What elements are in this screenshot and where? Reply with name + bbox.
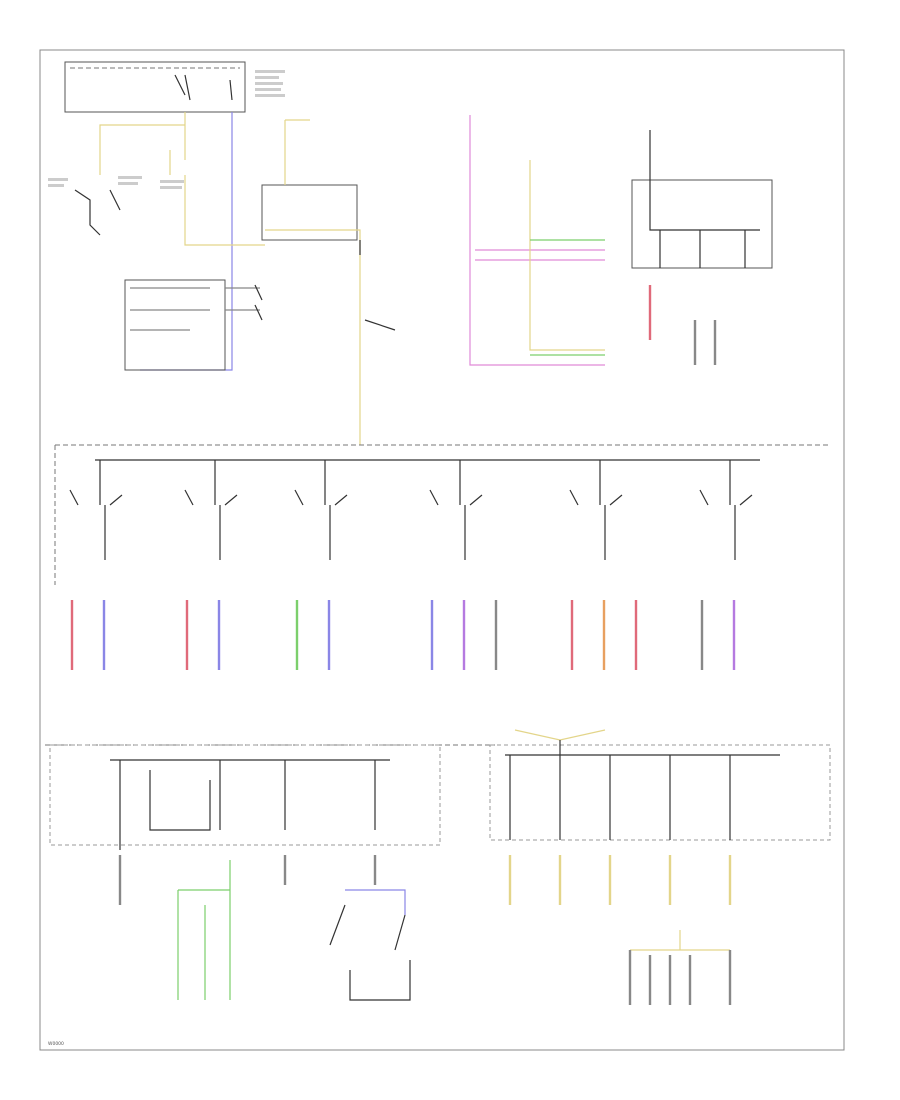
ignition-switch-box <box>64 61 246 113</box>
fuse-box-top-right <box>631 179 773 269</box>
wire-magenta-main <box>469 115 605 366</box>
wire-yellow-junction <box>284 119 310 185</box>
mini-relay-out <box>225 287 260 311</box>
trunk-connectors <box>359 240 396 331</box>
wire-green-bottom-left <box>177 860 231 1000</box>
wire-gray-top-right <box>693 320 717 365</box>
diagram-frame <box>39 49 845 1051</box>
wire-blue-feed <box>140 112 233 371</box>
battery-relay-cluster <box>74 189 121 236</box>
mid-branch-6 <box>699 460 753 560</box>
mid-branch-1 <box>69 460 123 560</box>
fuse-box-top-right-taps <box>659 230 746 268</box>
mid-branch-5 <box>569 460 623 560</box>
mid-branch-3 <box>294 460 348 560</box>
fuse-box-top-right-bus <box>649 130 760 231</box>
mid-relay-branches <box>69 460 753 670</box>
wire-yellow-trunk <box>265 229 361 445</box>
wire-yellow-bottom-right <box>630 930 730 951</box>
wire-magenta-branch <box>475 249 605 261</box>
bottom-switches <box>329 904 411 1001</box>
battery-labels <box>48 176 184 189</box>
wire-yellow-main <box>169 150 265 246</box>
wire-gray-bottom-2 <box>283 855 377 885</box>
ignition-label-block <box>255 70 285 97</box>
mini-relay-box <box>124 279 226 371</box>
wire-blue-bottom <box>345 889 406 915</box>
lower-right-fuse-taps <box>508 755 732 905</box>
footer-mark: W0000 <box>48 1041 64 1047</box>
mid-branch-2 <box>184 460 238 560</box>
mid-branch-4 <box>429 460 483 560</box>
wire-yellow-feed <box>99 112 186 175</box>
wire-yellow-lower-feed <box>514 729 606 741</box>
lower-left-relay <box>149 770 211 831</box>
central-junction-box <box>261 184 358 241</box>
lower-left-taps <box>119 760 376 850</box>
wire-yellow-right <box>529 160 605 351</box>
ignition-contacts <box>174 74 233 101</box>
mini-relay-wires <box>130 287 210 331</box>
wire-gray-bottom-right <box>628 950 732 1005</box>
lower-right-fuse-box <box>489 744 831 841</box>
mini-relay-switches <box>254 284 263 321</box>
